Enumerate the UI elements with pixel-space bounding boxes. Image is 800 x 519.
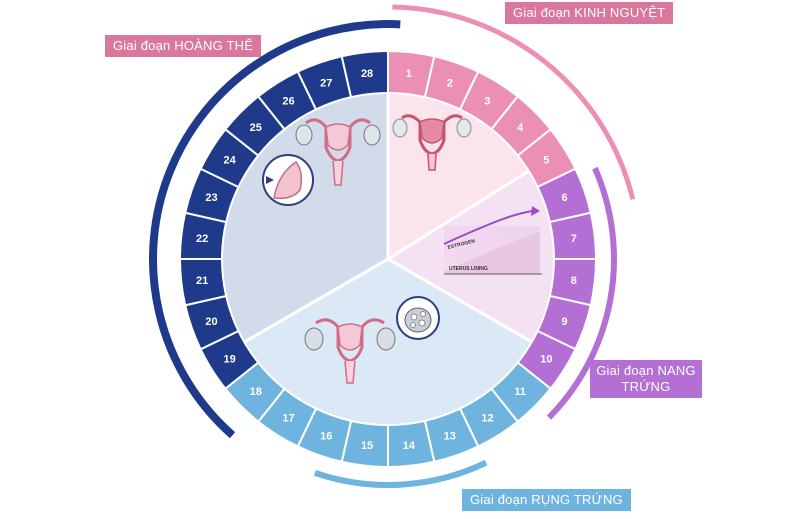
hormone-inset-chart: ESTROGEN UTERUS LINING (443, 206, 542, 275)
day-number: 4 (517, 122, 524, 134)
day-number: 26 (282, 96, 294, 108)
uterus-icon (392, 114, 472, 171)
day-number: 11 (514, 386, 526, 398)
day-number: 6 (561, 192, 567, 204)
uterus-icon (295, 118, 381, 186)
day-number: 24 (224, 155, 237, 167)
phase-label-ovulation: Giai đoạn RỤNG TRỨNG (462, 489, 631, 511)
phase-label-follicular: Giai đoạn NANG TRỨNG (590, 360, 702, 398)
day-number: 28 (361, 68, 373, 80)
day-number: 8 (571, 275, 577, 287)
uterus-icon (304, 318, 396, 384)
day-number: 3 (484, 96, 490, 108)
day-number: 12 (481, 412, 493, 424)
day-number: 16 (320, 431, 332, 443)
menstrual-arc (392, 4, 636, 200)
day-number: 1 (406, 68, 412, 80)
day-number: 9 (561, 316, 567, 328)
ovulation-arc (313, 459, 488, 488)
day-segment (340, 49, 389, 99)
luteal-arc (149, 20, 401, 439)
day-number: 27 (320, 77, 332, 89)
estrogen-curve (443, 210, 533, 245)
day-number: 23 (205, 192, 217, 204)
day-number: 18 (250, 386, 262, 398)
day-number: 13 (444, 431, 456, 443)
day-number: 25 (250, 122, 262, 134)
ovary-closeup-icon (396, 296, 440, 340)
phase-label-luteal: Giai đoạn HOÀNG THỂ (105, 35, 262, 57)
follicular-arc (546, 166, 617, 420)
uterus-lining-label: UTERUS LINING (449, 266, 488, 272)
phase-label-menstrual: Giai đoạn KINH NGUYỆT (505, 2, 674, 24)
day-number: 15 (361, 440, 373, 452)
uterus-lining-area (444, 232, 540, 274)
day-number: 22 (196, 233, 208, 245)
day-number: 17 (282, 412, 294, 424)
day-number: 19 (224, 353, 236, 365)
outer-phase-arcs (149, 4, 636, 488)
day-number: 14 (403, 440, 416, 452)
day-number: 5 (543, 155, 549, 167)
day-number: 2 (447, 77, 453, 89)
estrogen-arrowhead (531, 206, 540, 216)
follicle-closeup-icon (262, 154, 314, 206)
day-ring: 1234567891011121314151617181920212223242… (178, 49, 598, 469)
day-number: 7 (571, 233, 577, 245)
day-number: 10 (540, 353, 552, 365)
day-number: 21 (196, 275, 208, 287)
day-number: 20 (205, 316, 217, 328)
